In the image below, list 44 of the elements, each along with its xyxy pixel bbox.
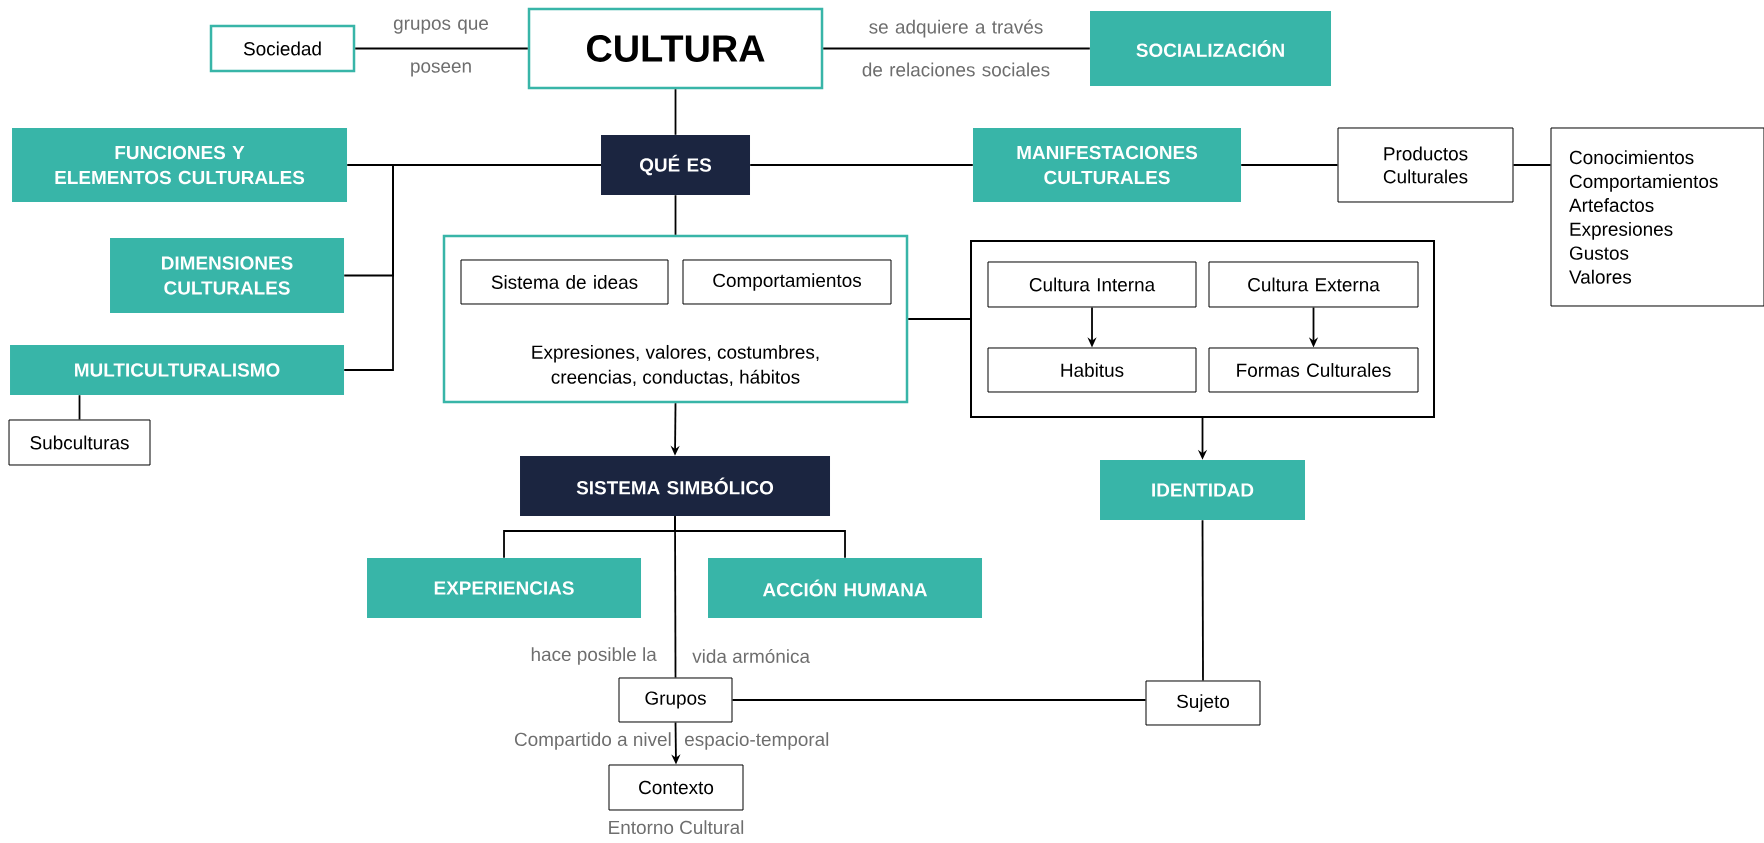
title-box: CULTURA xyxy=(527,7,824,90)
node-caption: Entorno Cultural xyxy=(609,820,744,835)
text-label: hace posible la xyxy=(531,647,657,665)
list-box: Conocimientos Comportamientos Artefactos Expresiones Gustos Valores xyxy=(1550,127,1764,307)
connector xyxy=(1512,164,1552,166)
category-box: MANIFESTACIONES CULTURALES xyxy=(973,128,1241,202)
connector xyxy=(674,88,677,136)
connector xyxy=(731,699,1147,701)
edge-label: se adquiere a través de relaciones sociales xyxy=(862,19,1050,77)
connector xyxy=(822,47,1091,50)
connector xyxy=(1240,164,1339,166)
connector xyxy=(907,318,971,320)
connector xyxy=(343,164,602,371)
connector xyxy=(674,194,677,236)
text-box: Subculturas xyxy=(8,419,151,466)
edge-label: grupos que poseen xyxy=(393,19,489,77)
connector xyxy=(749,164,974,166)
connector xyxy=(1201,519,1204,682)
text-box: Cultura Externa xyxy=(1208,261,1419,308)
category-box: EXPERIENCIAS xyxy=(367,558,641,618)
connector xyxy=(354,47,529,50)
concept-box: QUÉ ES xyxy=(601,135,750,195)
concept-box: SISTEMA SIMBÓLICO xyxy=(520,456,830,516)
text-box: Comportamientos xyxy=(682,259,892,305)
text-box: Formas Culturales xyxy=(1208,347,1419,393)
concept-box: Sociedad xyxy=(209,24,356,73)
text-box: Habitus xyxy=(987,347,1197,393)
category-box: IDENTIDAD xyxy=(1100,460,1305,520)
connector xyxy=(78,394,81,421)
category-box: FUNCIONES Y ELEMENTOS CULTURALES xyxy=(12,128,347,202)
text-box: Sujeto xyxy=(1145,680,1261,726)
category-box: DIMENSIONES CULTURALES xyxy=(110,238,344,313)
text-box: Cultura Interna xyxy=(987,261,1197,308)
text-box: Contexto xyxy=(608,764,744,811)
text-label: espacio-temporal xyxy=(685,732,829,750)
text-label: vida armónica xyxy=(692,648,810,664)
text-label: Compartido a nivel xyxy=(514,732,671,750)
category-box: MULTICULTURALISMO xyxy=(10,345,344,395)
category-box: ACCIÓN HUMANA xyxy=(708,558,982,618)
text-box: Grupos xyxy=(618,677,733,723)
category-box: SOCIALIZACIÓN xyxy=(1090,11,1331,86)
text-box: Sistema de ideas xyxy=(460,259,669,305)
connector xyxy=(674,515,677,679)
text-box: Productos Culturales xyxy=(1337,127,1514,203)
